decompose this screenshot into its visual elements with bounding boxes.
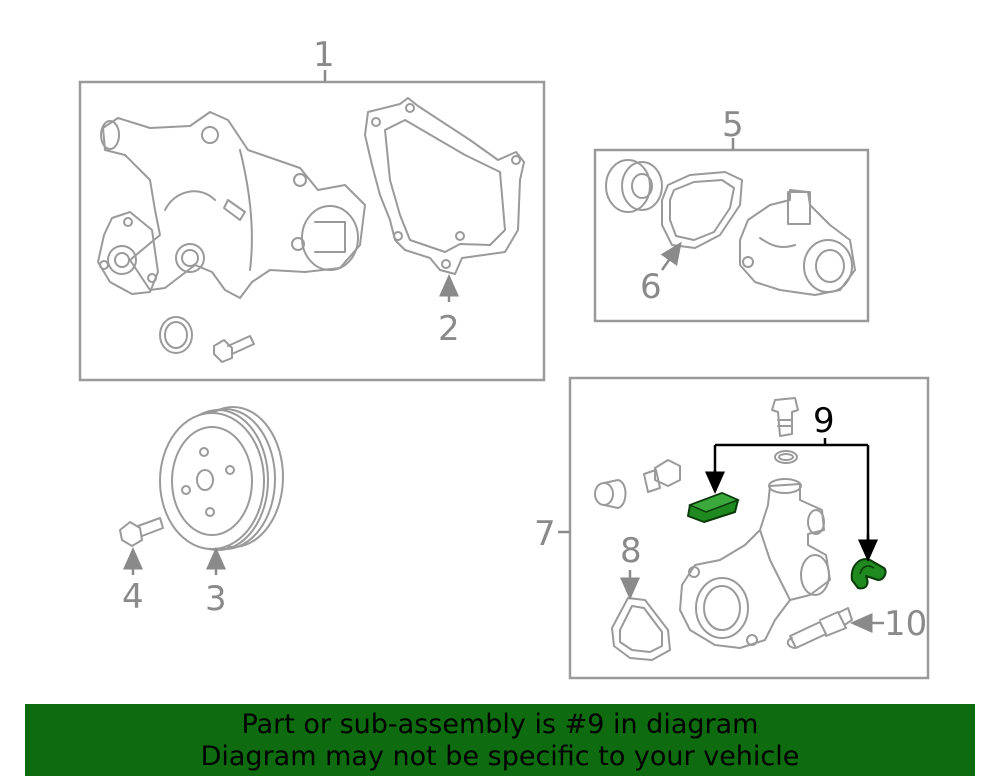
sensor-fitting[interactable] — [771, 397, 799, 437]
outlet-gasket[interactable] — [611, 597, 671, 661]
callout-10[interactable]: 10 — [884, 604, 927, 644]
thermostat-gasket[interactable] — [661, 171, 743, 249]
callout-3[interactable]: 3 — [205, 579, 227, 619]
banner-line-1: Part or sub-assembly is #9 in diagram — [241, 709, 759, 740]
pump-gasket[interactable] — [364, 97, 525, 275]
outlet-plug[interactable] — [643, 459, 681, 493]
pulley-bolt[interactable] — [119, 517, 164, 547]
highlight-clip-left[interactable] — [687, 492, 740, 523]
thermostat-seal[interactable] — [605, 159, 663, 213]
callout-5[interactable]: 5 — [722, 105, 744, 145]
temperature-sensor[interactable] — [786, 607, 853, 649]
parts-diagram: 1 — [78, 35, 930, 680]
callout-8[interactable]: 8 — [620, 531, 642, 571]
callout-7[interactable]: 7 — [534, 514, 556, 554]
pulley[interactable] — [159, 406, 284, 551]
group-box-thermostat — [593, 148, 870, 323]
callout-1[interactable]: 1 — [313, 35, 335, 75]
highlight-clip-right[interactable] — [850, 558, 887, 590]
water-pump-housing[interactable] — [100, 111, 366, 299]
pump-bolt[interactable] — [213, 335, 255, 363]
banner-line-2: Diagram may not be specific to your vehi… — [200, 741, 800, 772]
group-box-coolant-outlet — [568, 376, 930, 680]
thermostat-housing[interactable] — [739, 189, 856, 296]
coolant-outlet-housing[interactable] — [679, 478, 831, 649]
pump-flange[interactable] — [97, 211, 159, 295]
group-box-water-pump — [78, 80, 546, 382]
outlet-sleeve[interactable] — [594, 479, 627, 509]
info-banner: Part or sub-assembly is #9 in diagram Di… — [25, 704, 975, 776]
callout-9[interactable]: 9 — [813, 401, 835, 441]
callout-6[interactable]: 6 — [640, 267, 662, 307]
small-o-ring[interactable] — [774, 450, 798, 464]
callout-4[interactable]: 4 — [122, 577, 144, 617]
o-ring[interactable] — [159, 316, 193, 354]
callout-2[interactable]: 2 — [438, 309, 460, 349]
